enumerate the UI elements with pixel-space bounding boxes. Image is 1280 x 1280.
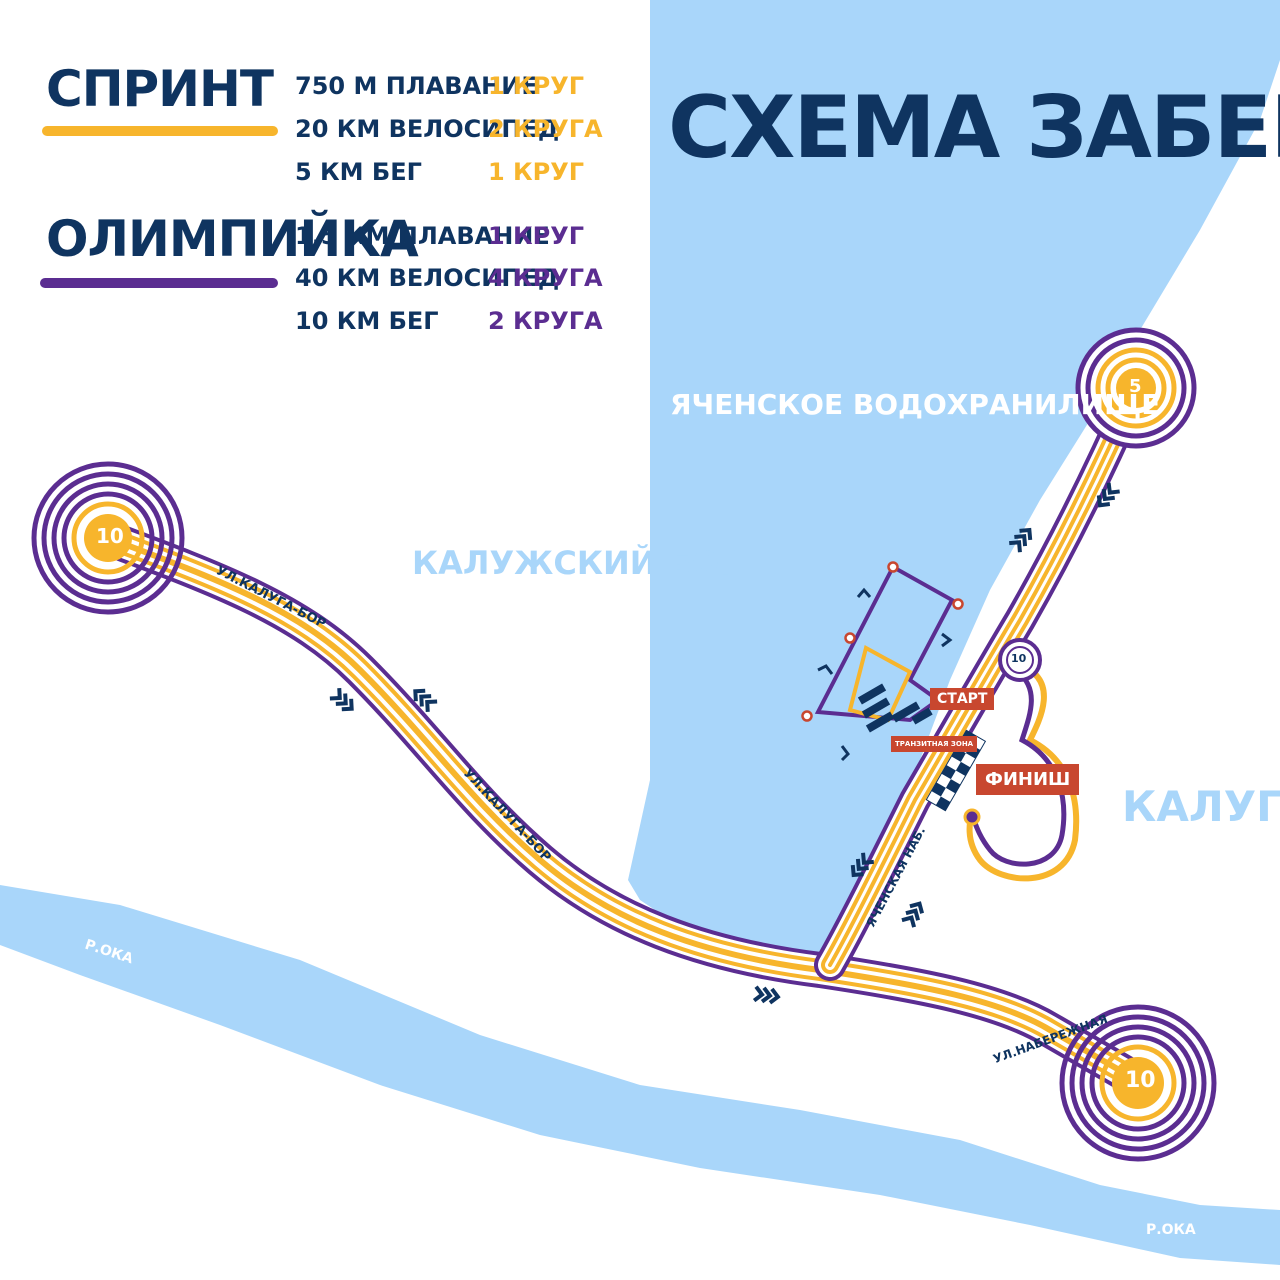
- transition-zone-sign: ТРАНЗИТНАЯ ЗОНА: [891, 736, 978, 752]
- turnaround-west: [31, 461, 185, 615]
- start-sign: СТАРТ: [930, 688, 995, 710]
- legend-olympic-title: ОЛИМПИЙКА: [46, 210, 419, 268]
- turnaround-west-number: 10: [96, 524, 124, 548]
- turnaround-small-number: 10: [1011, 652, 1027, 665]
- legend-olympic-line: [40, 278, 278, 288]
- forest-label: КАЛУЖСКИЙ БОР: [412, 544, 743, 582]
- turnaround-southeast: [1059, 1004, 1217, 1162]
- legend-sprint-laps-1: 1 КРУГ: [488, 72, 585, 100]
- finish-sign: ФИНИШ: [976, 764, 1080, 795]
- turnaround-southeast-number: 10: [1125, 1068, 1156, 1093]
- page-title: СХЕМА ЗАБЕГА: [668, 78, 1280, 178]
- run-loop-olympic: [969, 670, 1067, 867]
- run-loop-sprint: [966, 662, 1080, 882]
- legend-sprint-laps-2: 2 КРУГА: [488, 115, 603, 143]
- legend-olympic-row-2: 40 КМ ВЕЛОСИПЕД: [295, 264, 560, 292]
- city-label: КАЛУГА: [1122, 782, 1280, 831]
- legend-sprint-row-3: 5 КМ БЕГ: [295, 158, 422, 186]
- finish-point: [963, 808, 981, 826]
- legend-olympic-laps-3: 2 КРУГА: [488, 307, 603, 335]
- road-direction-arrows: [329, 482, 1120, 1005]
- legend-olympic-row-3: 10 КМ БЕГ: [295, 307, 439, 335]
- legend-olympic-laps-2: 4 КРУГА: [488, 264, 603, 292]
- turnaround-north: [1075, 327, 1197, 449]
- turnaround-north-number: 5: [1129, 376, 1142, 397]
- transition-racks: [857, 683, 933, 733]
- legend-sprint-row-1: 750 М ПЛАВАНИЕ: [295, 72, 538, 100]
- reservoir-water: [628, 0, 1280, 975]
- legend-sprint-laps-3: 1 КРУГ: [488, 158, 585, 186]
- river-label-3: Р.ОКА: [1146, 1222, 1196, 1238]
- legend-sprint-title: СПРИНТ: [46, 60, 274, 118]
- legend-olympic-row-1: 1,5 КМ ПЛАВАНИЕ: [295, 222, 550, 250]
- turnaround-small: [998, 638, 1042, 682]
- legend-sprint-row-2: 20 КМ ВЕЛОСИПЕД: [295, 115, 560, 143]
- legend-olympic-laps-1: 1 КРУГ: [488, 222, 585, 250]
- oka-river: [0, 885, 1280, 1265]
- river-label-2: Р.ОКА: [570, 1156, 620, 1172]
- reservoir-label: ЯЧЕНСКОЕ ВОДОХРАНИЛИЩЕ: [670, 388, 1161, 421]
- swim-direction-arrows: [817, 587, 953, 762]
- legend-sprint-line: [42, 126, 278, 136]
